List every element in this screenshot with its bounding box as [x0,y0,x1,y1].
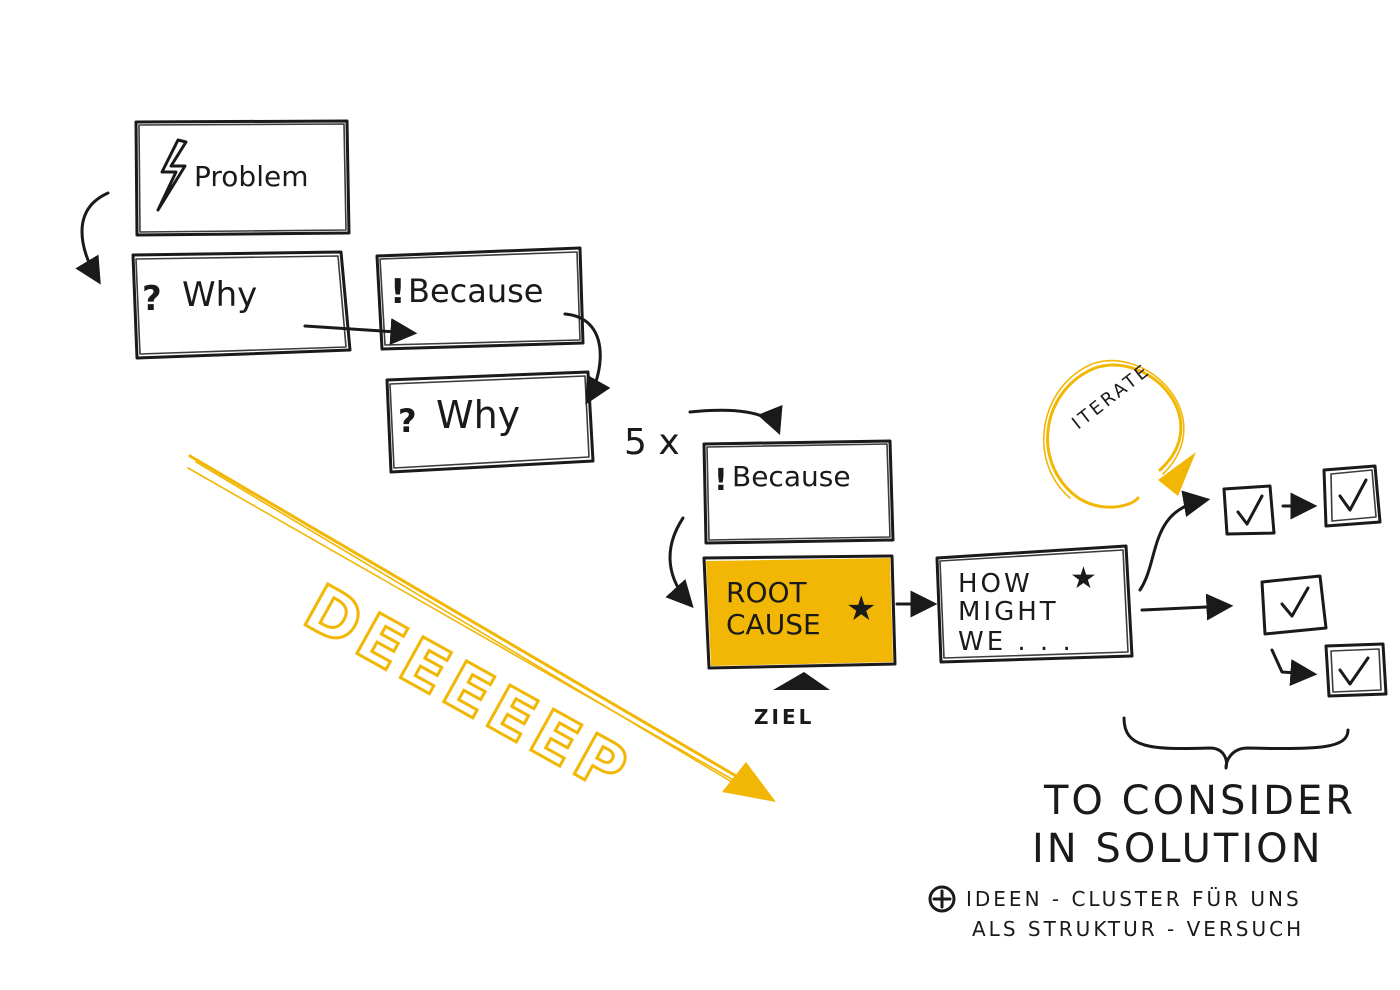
check-icon [1236,494,1264,526]
hmw-label-3: WE . . . [958,627,1074,657]
arrow-problem-why [75,191,110,285]
why-label-2: Why [436,393,520,437]
consider-label-2: IN SOLUTION [1032,826,1324,872]
problem-box: Problem [134,119,351,237]
arrow-hmw-check-1 [1138,490,1211,592]
arrow-why-because [303,318,418,346]
check-box-3 [1260,574,1328,636]
arrow-because-root [665,516,694,608]
arrow-hmw-check-2 [1140,593,1234,621]
because-box-2: ! Because [702,439,895,545]
arrow-because-why [563,312,611,405]
hmw-label-2: MIGHT [958,597,1059,627]
question-icon: ? [398,402,417,440]
iterate-label: ITERATE [1068,360,1155,434]
deep-arrowhead-icon [722,762,776,802]
cycle-arrow-icon [1158,452,1196,496]
root-cause-fill [706,558,893,666]
exclamation-icon: ! [390,272,406,312]
hmw-box: HOW MIGHT WE . . . ★ [935,544,1134,664]
note-label-1: IDEEN - CLUSTER FÜR UNS [966,887,1302,911]
because-box-1: ! Because [375,246,585,351]
check-box-2 [1322,464,1382,528]
root-cause-label-1: ROOT [726,576,808,609]
check-box-4 [1324,642,1388,698]
arrow-repeat [688,404,783,436]
arrow-check-3-4 [1270,648,1318,687]
goal-marker-icon [773,672,830,690]
why-label-1: Why [182,275,257,315]
brace-icon [1122,716,1350,770]
hmw-label-1: HOW [958,569,1033,599]
star-icon: ★ [846,589,876,629]
check-icon [1338,656,1370,686]
lightning-icon [156,138,188,212]
plus-circle-icon [928,885,956,913]
root-cause-label-2: CAUSE [726,608,821,641]
star-icon: ★ [1070,561,1097,596]
because-label-1: Because [408,272,543,310]
why-box-1: ? Why [131,250,352,360]
problem-label: Problem [194,160,308,193]
check-box-1 [1222,484,1276,536]
consider-label-1: TO CONSIDER [1043,778,1356,824]
because-label-2: Because [732,460,851,493]
check-icon [1338,478,1368,512]
why-box-2: ? Why [385,370,595,474]
note-label-2: ALS STRUKTUR - VERSUCH [972,917,1304,941]
deep-arrow [187,454,776,802]
goal-label: ZIEL [754,705,814,729]
root-cause-box: ROOT CAUSE ★ [702,554,897,670]
exclamation-icon: ! [714,463,728,498]
check-icon [1280,586,1310,618]
repeat-label: 5 x [624,422,680,463]
question-icon: ? [142,279,162,319]
iterate-loop: ITERATE [1043,360,1196,509]
